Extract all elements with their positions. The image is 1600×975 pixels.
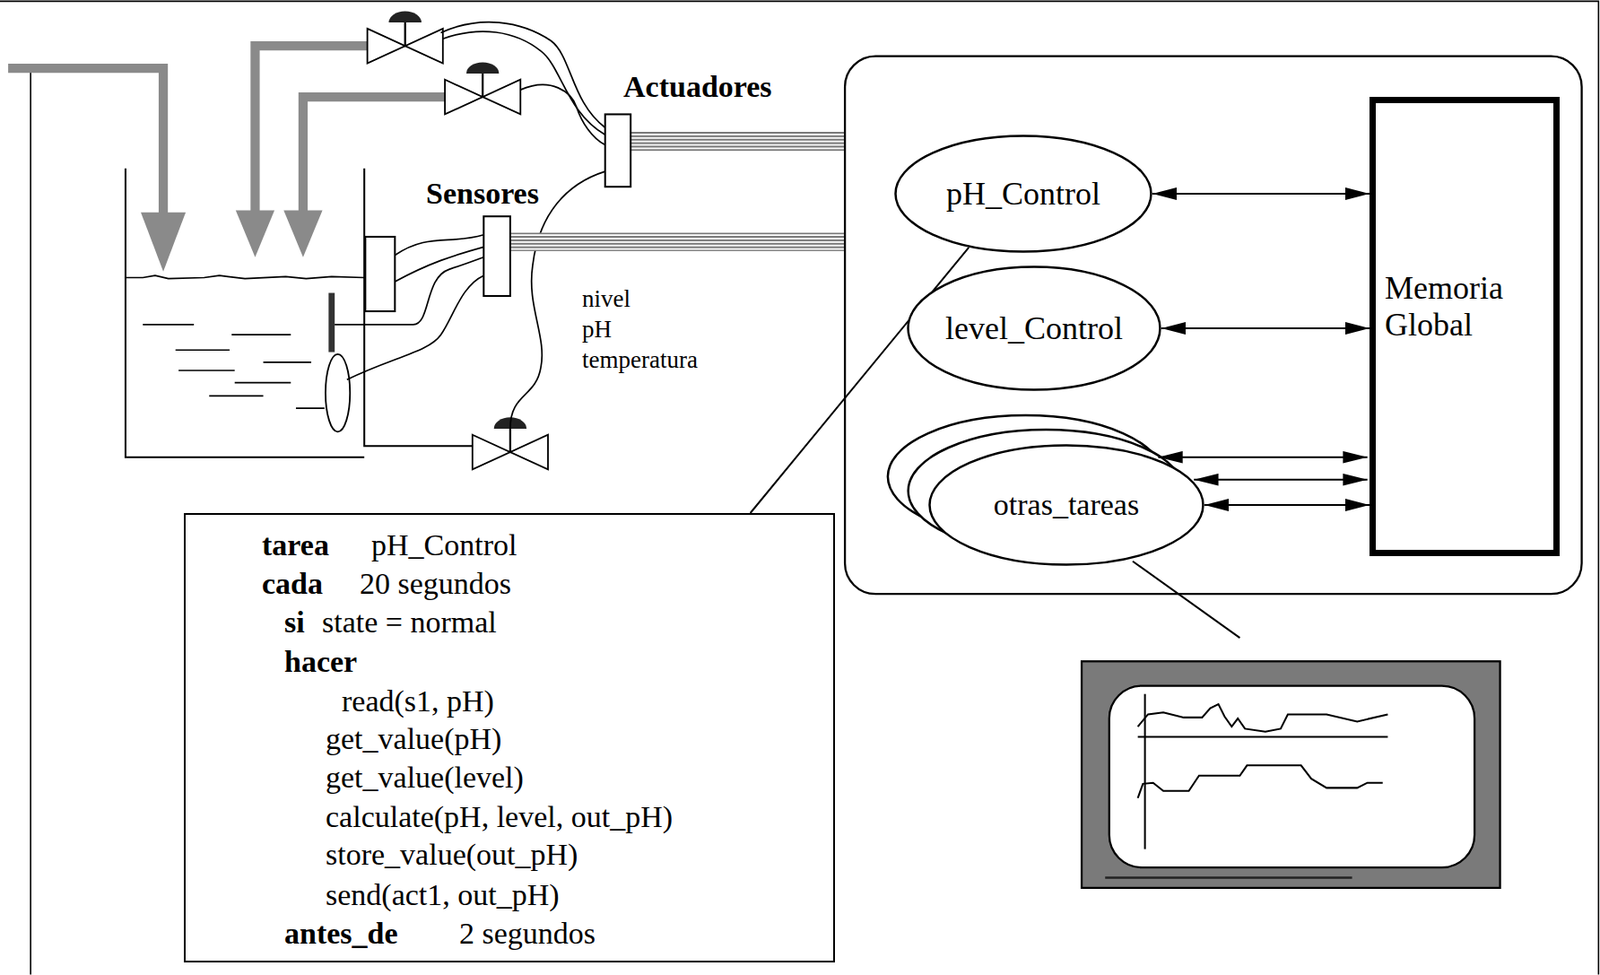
- connector-block: [483, 216, 511, 296]
- code-line: read(s1, pH): [341, 683, 495, 720]
- computer-panel: [844, 56, 1582, 595]
- water: [175, 348, 230, 351]
- signal-name: temperatura: [582, 347, 698, 374]
- code-line: 2 segundos: [459, 915, 596, 952]
- section-label: Sensores: [423, 176, 542, 210]
- ellipse-outline: [908, 267, 1161, 391]
- task-ellipse: pH_Control: [894, 134, 1153, 253]
- sensor-symbol: [328, 293, 335, 353]
- connector: [1161, 327, 1370, 330]
- code-line: antes_de: [284, 915, 399, 952]
- leader-line: [1132, 561, 1240, 638]
- ellipse-outline: [930, 445, 1204, 566]
- code-line: send(act1, out_pH): [325, 877, 560, 914]
- signal-wire: [394, 234, 484, 256]
- code-line: store_value(out_pH): [325, 836, 578, 873]
- bus-cable: [510, 232, 845, 251]
- feed-pipe: [8, 45, 445, 217]
- code-line: state = normal: [321, 604, 497, 641]
- code-line: cada: [261, 565, 323, 602]
- feed-pipe: [8, 68, 164, 217]
- sensor-symbol: [325, 236, 395, 432]
- task-ellipse: level_Control: [906, 265, 1162, 392]
- task-ellipse: otras_tareas: [928, 443, 1205, 566]
- computer-panel: [844, 56, 1582, 595]
- connector: [750, 247, 970, 514]
- bus-cable: [510, 130, 845, 252]
- monitor: [1081, 660, 1500, 888]
- code-line: get_value(level): [325, 759, 524, 796]
- water: [234, 382, 292, 384]
- monitor: [1138, 735, 1389, 738]
- valve-symbol: [367, 11, 444, 64]
- water: [231, 333, 291, 336]
- ellipse-outline: [895, 136, 1152, 253]
- water: [178, 369, 235, 372]
- memory-arrow: [1157, 457, 1367, 480]
- connector: [1152, 192, 1370, 195]
- memory-arrow: [1193, 478, 1367, 481]
- connector-block: [605, 113, 631, 187]
- flow-arrowhead: [235, 209, 275, 257]
- page-frame: [29, 66, 32, 975]
- signal-wire: [347, 275, 484, 380]
- water: [263, 361, 312, 364]
- bus-cable: [630, 130, 845, 152]
- code-line: si: [284, 604, 305, 641]
- node-label: pH_Control: [946, 174, 1101, 213]
- tank: [125, 168, 473, 458]
- signal-wire: [520, 84, 605, 145]
- code-line: calculate(pH, level, out_pH): [325, 799, 673, 835]
- signal-name: pH: [582, 316, 612, 344]
- signal-wire: [334, 22, 606, 429]
- flow-arrowhead: [283, 209, 322, 257]
- code-line: tarea: [261, 527, 330, 564]
- monitor: [1081, 660, 1500, 888]
- node-label: otras_tareas: [993, 487, 1140, 522]
- feed-pipe: [254, 45, 369, 217]
- memory-arrow: [1157, 456, 1367, 459]
- tank: [125, 168, 365, 458]
- water: [142, 323, 194, 326]
- monitor: [1138, 704, 1389, 732]
- water: [208, 395, 263, 398]
- flow-arrowhead: [140, 212, 186, 272]
- monitor: [1104, 876, 1352, 879]
- code-line: hacer: [284, 643, 357, 680]
- node-label: level_Control: [945, 309, 1123, 348]
- section-label: Actuadores: [620, 69, 775, 104]
- code-line: pH_Control: [371, 527, 517, 564]
- sensor-symbol: [365, 236, 395, 312]
- monitor: [1138, 765, 1383, 798]
- monitor: [1109, 686, 1475, 869]
- water: [125, 275, 365, 279]
- monitor: [1138, 694, 1389, 850]
- code-line: get_value(pH): [325, 721, 502, 757]
- water: [295, 407, 325, 409]
- signal-name: nivel: [582, 286, 631, 314]
- code-line: 20 segundos: [359, 565, 512, 602]
- sensor-symbol: [325, 354, 350, 432]
- node-label: Memoria Global: [1384, 269, 1545, 345]
- valve-symbol: [444, 61, 521, 114]
- code-box: tarea pH_Controlcada 20 segundos si state = …: [183, 513, 835, 963]
- leader-line: [1132, 561, 1240, 638]
- connector: [1204, 504, 1370, 506]
- flow-arrowhead: [140, 209, 323, 271]
- memory-box: Memoria Global: [1369, 96, 1560, 557]
- signal-wire: [334, 257, 484, 325]
